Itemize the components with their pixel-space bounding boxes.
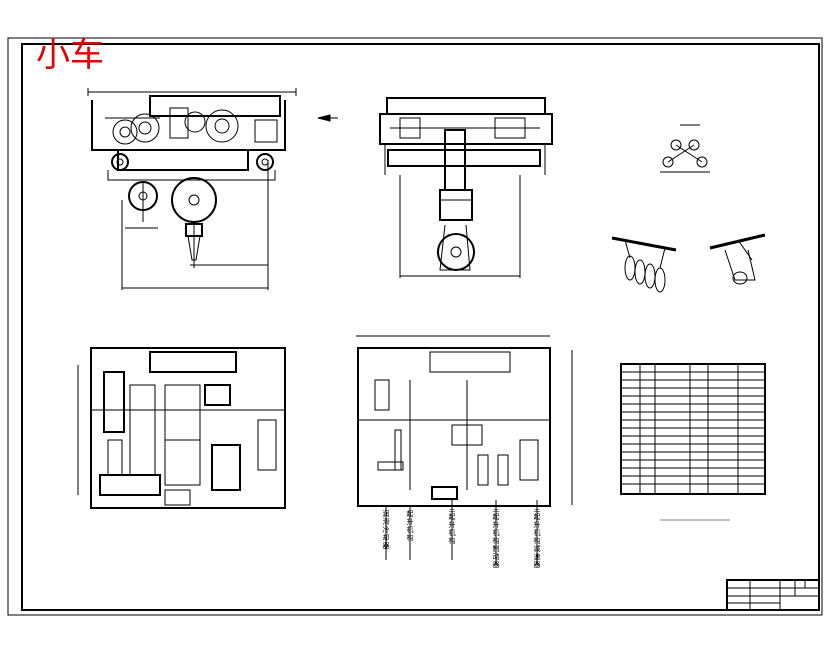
plan-view-left bbox=[77, 347, 286, 509]
reeving-sketch-right bbox=[709, 233, 766, 285]
title-block bbox=[726, 579, 820, 611]
plan-label-5: 主起升机构减速器 bbox=[533, 505, 541, 569]
reeving-sketch-left bbox=[611, 236, 677, 293]
inner-frame bbox=[21, 43, 820, 611]
bolt-detail bbox=[660, 124, 710, 173]
plan-label-1: 润滑冷却器 bbox=[382, 510, 390, 550]
outer-frame bbox=[7, 37, 823, 616]
plan-label-2: 起升机构 bbox=[406, 510, 414, 542]
plan-label-3: 主起升机构 bbox=[448, 505, 456, 545]
parameter-table bbox=[620, 363, 766, 521]
drawing-title: 小车 bbox=[36, 35, 104, 75]
front-view bbox=[87, 88, 338, 290]
side-view bbox=[379, 97, 553, 278]
plan-view-right bbox=[356, 335, 573, 565]
plan-label-4: 主起升机构制动器 bbox=[492, 505, 500, 569]
